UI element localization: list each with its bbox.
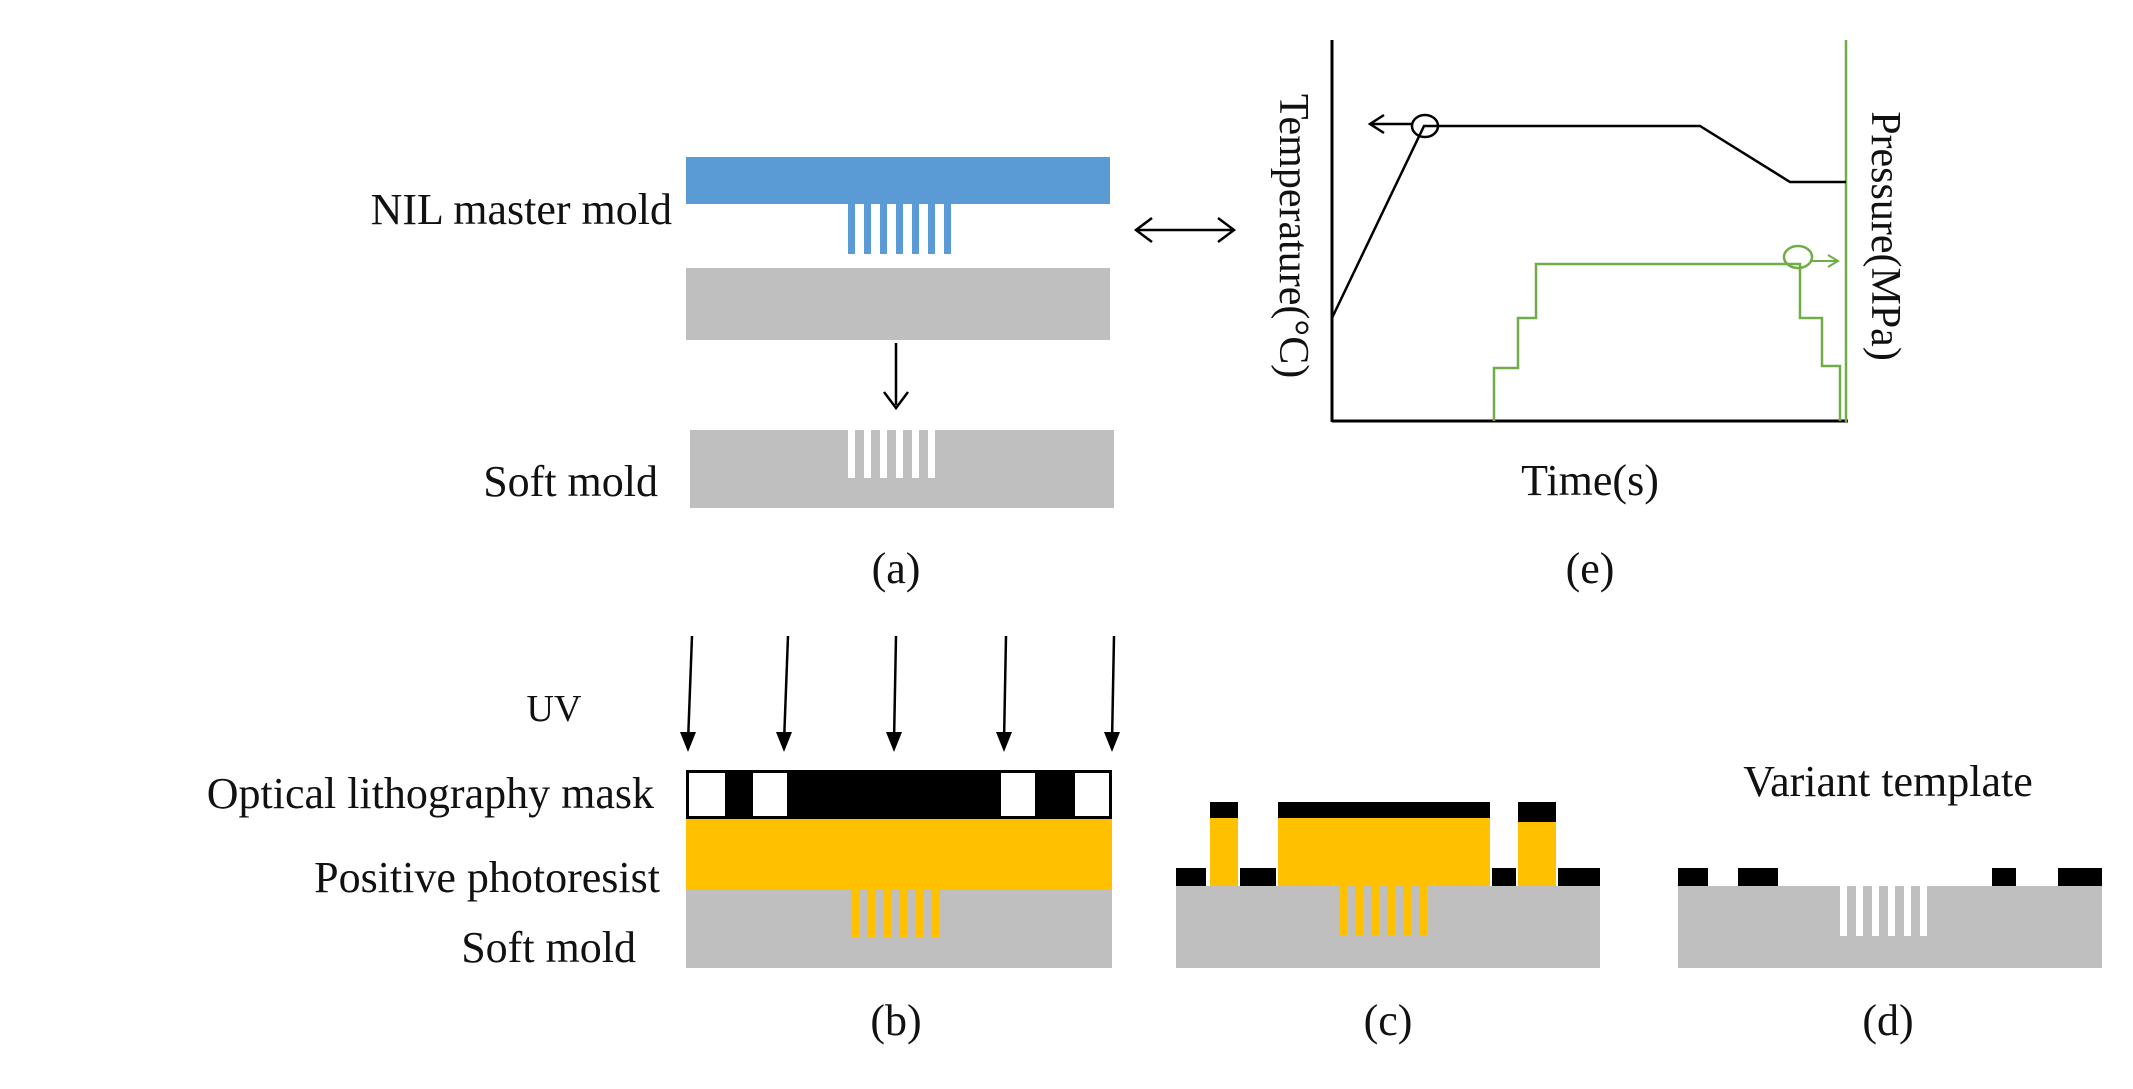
y-left-axis-label: Temperature(°C) xyxy=(1270,94,1316,378)
photoresist-layer xyxy=(686,819,1112,890)
panel-b: UV Optical lithography mask Positive pho… xyxy=(207,635,1120,1045)
template-trenches xyxy=(1840,886,1927,936)
metal-film-top xyxy=(1210,802,1556,822)
soft-mold-blank xyxy=(686,268,1110,340)
caption-e: (e) xyxy=(1566,544,1615,593)
photoresist-in-trenches-b xyxy=(852,890,939,938)
label-uv: UV xyxy=(527,688,582,730)
pressure-curve xyxy=(1492,262,1842,421)
down-arrow-a-head xyxy=(883,391,909,411)
photoresist-blocks xyxy=(1210,818,1556,886)
soft-mold-trenches xyxy=(848,430,935,478)
label-soft-mold-b: Soft mold xyxy=(461,923,636,972)
y-right-axis-label: Pressure(MPa) xyxy=(1862,111,1908,361)
uv-arrows xyxy=(686,635,1116,743)
label-nil-master-mold: NIL master mold xyxy=(371,185,672,234)
label-soft-mold-a: Soft mold xyxy=(483,457,658,506)
temperature-marker-circle xyxy=(1410,113,1440,139)
caption-d: (d) xyxy=(1862,996,1913,1045)
pressure-axis-pointer-head xyxy=(1827,254,1840,268)
optical-mask-bar xyxy=(686,770,1112,819)
master-mold-block xyxy=(686,157,1110,204)
metal-film-surface xyxy=(1176,868,1600,886)
double-arrow xyxy=(1133,217,1237,243)
caption-b: (b) xyxy=(870,996,921,1045)
panel-e: Temperature(°C) Pressure(MPa) Time(s) (e… xyxy=(1270,40,1908,593)
template-metal-features xyxy=(1678,868,2102,886)
panel-d: Variant template (d) xyxy=(1678,757,2102,1045)
temperature-axis-pointer-head xyxy=(1367,113,1385,135)
panel-c: (c) xyxy=(1176,802,1600,1045)
x-axis-label: Time(s) xyxy=(1521,456,1659,505)
master-mold-pillars xyxy=(848,204,951,254)
label-variant-template: Variant template xyxy=(1743,757,2033,806)
photoresist-in-trenches-c xyxy=(1340,886,1427,936)
caption-a: (a) xyxy=(872,544,921,593)
soft-mold-b xyxy=(686,890,1112,968)
label-positive-photoresist: Positive photoresist xyxy=(314,853,660,902)
uv-arrow-heads xyxy=(680,732,1120,752)
pressure-marker-circle xyxy=(1782,244,1814,270)
panel-a: NIL master mold Soft mold (a) xyxy=(371,157,1114,593)
caption-c: (c) xyxy=(1364,996,1413,1045)
temperature-curve xyxy=(1330,124,1846,319)
label-optical-mask: Optical lithography mask xyxy=(207,769,654,818)
mask-openings xyxy=(687,771,1111,818)
